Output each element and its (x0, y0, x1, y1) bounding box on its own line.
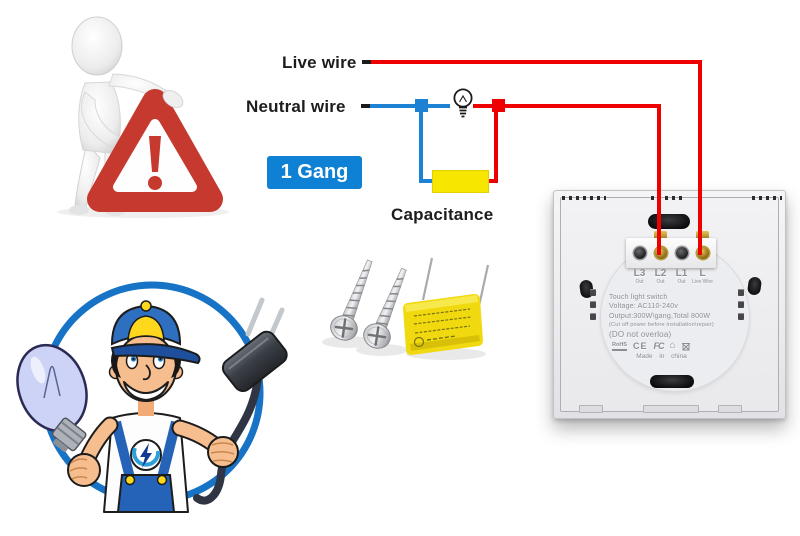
vent-slits (651, 196, 683, 200)
neutral-wire-horizontal (370, 104, 450, 108)
lightning-logo-icon (130, 439, 162, 471)
terminal-label-l1: L1 Out (675, 268, 688, 286)
vent-slits (562, 196, 606, 200)
terminal-label-l2: L2 Out (654, 268, 667, 286)
mascot-right-fist (67, 453, 101, 487)
top-slot (648, 214, 690, 229)
mount-clip (590, 313, 596, 320)
terminal-label-l3: L3 Out (633, 268, 646, 286)
fcc-mark: FC (653, 341, 665, 351)
rohs-mark: RoHS (612, 342, 627, 351)
warning-triangle-icon (87, 89, 223, 212)
hardware-photo (322, 254, 490, 360)
exclamation-mark (149, 136, 161, 172)
terminal-contact (696, 231, 709, 240)
terminal-block (626, 238, 716, 268)
live-wire-horizontal (371, 60, 702, 64)
mount-clip (590, 301, 596, 308)
mascot-cap (110, 300, 201, 365)
terminal-label-l: L Live Wire (692, 268, 713, 286)
neutral-wire-dash (361, 104, 370, 108)
capacitor-red-drop (494, 108, 498, 183)
capacitance-label: Capacitance (391, 205, 494, 224)
live-wire-label: Live wire (282, 53, 357, 72)
figure-head (71, 16, 123, 76)
spec-line-2: Voltage: AC110-240v (609, 303, 679, 310)
mascot-left-fist (207, 436, 239, 468)
light-bulb-icon (16, 343, 88, 452)
neutral-junction-node (415, 99, 428, 112)
neutral-wire-label: Neutral wire (246, 97, 346, 116)
live-wire-dash (362, 60, 371, 64)
switched-live-drop-to-l2-terminal (657, 104, 661, 255)
power-plug-icon (221, 297, 288, 393)
switched-live-horizontal (473, 104, 661, 108)
spec-line-4: (Cut off power before installation\repai… (609, 322, 714, 328)
capacitor-blue-stub (419, 179, 434, 183)
capacitor-symbol (432, 170, 489, 193)
bulb-icon (453, 88, 473, 118)
capacitor-red-stub (486, 179, 498, 183)
ce-mark: CE (632, 341, 648, 351)
house-icon: ⌂ (669, 340, 676, 351)
touch-switch-back-panel: L3 Out L2 Out L1 Out L Live Wire Touch l… (553, 190, 786, 419)
live-wire-drop-to-l-terminal (698, 60, 702, 255)
gang-count-badge: 1 Gang (267, 156, 362, 189)
vent-slits (752, 196, 782, 200)
electrician-mascot-illustration (16, 281, 288, 513)
made-in-label: Made in china (636, 353, 687, 360)
bottom-tab (718, 405, 742, 413)
mount-clip (738, 313, 744, 320)
terminal-screw-l3 (633, 247, 646, 259)
spec-line-3: Output:300W\gang,Total 800W (609, 313, 711, 320)
spec-line-5: (DO not overloa) (609, 330, 672, 339)
warning-figure-illustration (57, 16, 229, 218)
figure-hand (162, 89, 184, 109)
terminal-screw-l1 (675, 247, 688, 259)
weee-bin-icon (681, 343, 690, 351)
mascot-body (103, 412, 189, 513)
mount-clip (738, 301, 744, 308)
capacitor-photo (403, 257, 490, 355)
capacitor-blue-drop (419, 108, 423, 183)
mount-clip (590, 289, 596, 296)
mount-clip (738, 289, 744, 296)
bottom-tab (579, 405, 603, 413)
certification-marks: RoHS CE FC ⌂ (612, 341, 690, 351)
bottom-slot (650, 375, 694, 388)
spec-line-1: Touch light switch (609, 294, 668, 301)
bottom-tab (643, 405, 699, 413)
